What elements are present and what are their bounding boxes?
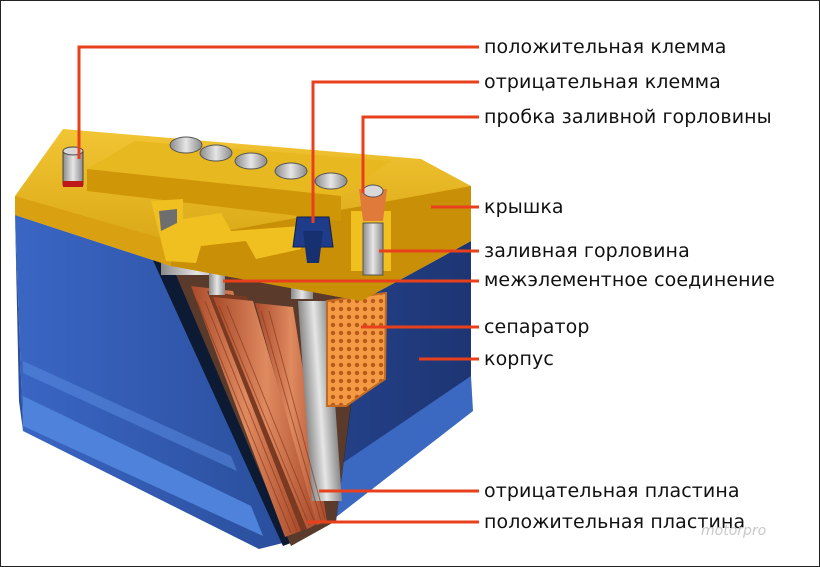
label-positive-terminal: положительная клемма (484, 36, 727, 58)
separator-sheet (326, 291, 388, 407)
label-case: корпус (484, 348, 554, 370)
label-cover: крышка (484, 196, 564, 218)
label-intercell-connector: межэлементное соединение (484, 269, 775, 291)
leader-positive-terminal (77, 45, 479, 159)
leader-lines (77, 45, 479, 524)
watermark: motorpro (701, 523, 767, 539)
vent-caps (169, 136, 348, 190)
label-filler-neck: заливная горловина (484, 240, 690, 262)
leader-filler-plug (361, 115, 479, 193)
label-separator: сепаратор (484, 316, 590, 338)
label-negative-terminal: отрицательная клемма (484, 71, 721, 93)
label-filler-plug: пробка заливной горловины (484, 106, 772, 128)
negative-terminal (292, 216, 334, 263)
label-negative-plate: отрицательная пластина (484, 480, 740, 502)
label-positive-plate: положительная пластина (484, 511, 746, 533)
leader-negative-terminal (311, 80, 479, 223)
filler-neck (351, 184, 391, 276)
plate-stack (191, 286, 342, 537)
